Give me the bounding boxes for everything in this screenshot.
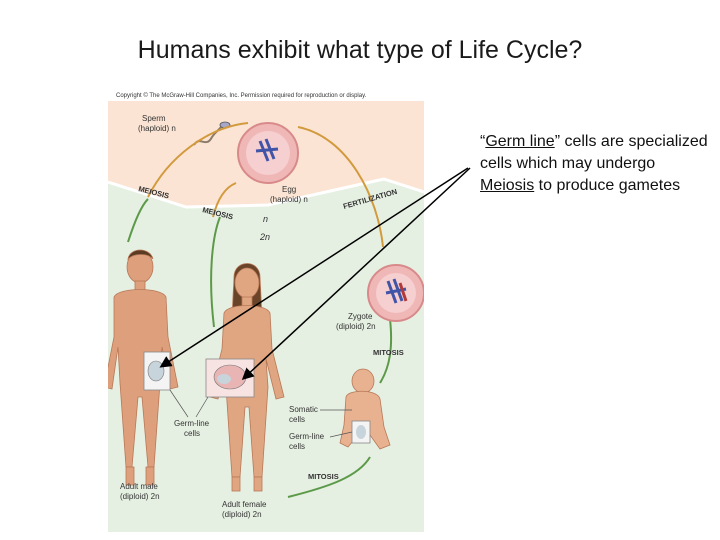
mitosis-arrow-bottom xyxy=(287,456,371,498)
svg-text:cells: cells xyxy=(289,415,305,424)
svg-text:(diploid) 2n: (diploid) 2n xyxy=(222,510,262,519)
svg-text:Germ-line: Germ-line xyxy=(174,419,210,428)
svg-text:Sperm: Sperm xyxy=(142,114,166,123)
svg-text:cells: cells xyxy=(184,429,200,438)
arrow-to-female-germline xyxy=(241,167,471,381)
germ-line-term: Germ line xyxy=(485,133,555,150)
svg-text:(haploid) n: (haploid) n xyxy=(138,124,176,133)
life-cycle-figure: Copyright © The McGraw-Hill Companies, I… xyxy=(108,87,424,532)
haploid-n-label: n xyxy=(263,214,268,224)
svg-text:Zygote: Zygote xyxy=(348,312,373,321)
arrow-to-male-germline xyxy=(159,167,469,368)
meiosis-female-arrow xyxy=(210,216,221,328)
mitosis-arrow-right xyxy=(379,318,393,384)
meiosis-arrow xyxy=(147,122,249,198)
adult-male-figure xyxy=(108,249,179,486)
fertilization-arrow xyxy=(297,126,384,248)
svg-text:Germ-line: Germ-line xyxy=(289,432,325,441)
germ-line-annotation: “Germ line” cells are specialized cells … xyxy=(480,133,708,194)
meiosis-term: Meiosis xyxy=(480,177,535,194)
zygote-cell-icon xyxy=(367,264,424,322)
egg-cell-icon xyxy=(237,122,299,184)
mitosis-label-bottom: MITOSIS xyxy=(308,472,339,481)
svg-text:Adult male: Adult male xyxy=(120,482,158,491)
svg-text:Adult female: Adult female xyxy=(222,500,267,509)
diploid-2n-label: 2n xyxy=(259,232,270,242)
copyright-text: Copyright © The McGraw-Hill Companies, I… xyxy=(116,92,367,99)
slide-title: Humans exhibit what type of Life Cycle? xyxy=(137,36,583,64)
svg-text:(haploid) n: (haploid) n xyxy=(270,195,308,204)
mitosis-label-right: MITOSIS xyxy=(373,348,404,357)
svg-text:Somatic: Somatic xyxy=(289,405,318,414)
svg-text:cells: cells xyxy=(289,442,305,451)
svg-text:(diploid) 2n: (diploid) 2n xyxy=(120,492,160,501)
svg-text:Egg: Egg xyxy=(282,185,296,194)
svg-text:(diploid) 2n: (diploid) 2n xyxy=(336,322,376,331)
